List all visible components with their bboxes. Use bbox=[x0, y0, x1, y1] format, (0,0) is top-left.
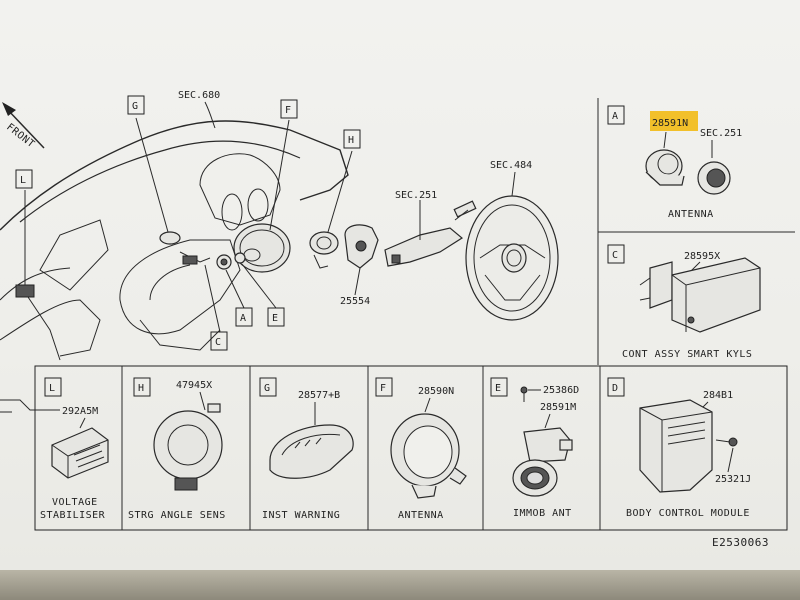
detail-f-caption: ANTENNA bbox=[398, 510, 444, 521]
detail-g-part: 28577+B bbox=[298, 390, 340, 401]
svg-text:A: A bbox=[612, 111, 619, 122]
marker-c: C bbox=[210, 331, 228, 351]
detail-a-part2: SEC.251 bbox=[700, 128, 742, 139]
marker-a: A bbox=[235, 307, 253, 327]
detail-l-caption-2: STABILISER bbox=[40, 510, 106, 521]
detail-a-caption: ANTENNA bbox=[668, 209, 714, 220]
detail-a-part1: 28591N bbox=[652, 118, 688, 129]
callout-sec484: SEC.484 bbox=[490, 160, 532, 171]
marker-e: E bbox=[267, 307, 285, 327]
detail-c-panel: C 28595X CONT ASSY SMART KYLS bbox=[607, 244, 761, 360]
detail-d-part2: 25321J bbox=[715, 474, 751, 485]
main-illustration: FRONT bbox=[0, 90, 559, 413]
svg-text:L: L bbox=[20, 175, 27, 186]
svg-text:D: D bbox=[612, 383, 619, 394]
callout-sec251: SEC.251 bbox=[395, 190, 437, 201]
marker-f: F bbox=[280, 99, 298, 119]
detail-l-part: 292A5M bbox=[62, 406, 98, 417]
svg-text:C: C bbox=[612, 250, 619, 261]
marker-g: G bbox=[127, 95, 145, 115]
svg-text:E: E bbox=[495, 383, 502, 394]
desk-surface bbox=[0, 570, 800, 600]
detail-h: H 47945X STRG ANGLE SENS bbox=[128, 377, 226, 521]
svg-text:C: C bbox=[215, 337, 222, 348]
detail-d-caption: BODY CONTROL MODULE bbox=[626, 508, 750, 519]
part-number-highlight bbox=[650, 111, 698, 131]
svg-text:G: G bbox=[132, 101, 139, 112]
svg-text:E: E bbox=[272, 313, 279, 324]
svg-text:H: H bbox=[138, 383, 145, 394]
marker-h: H bbox=[343, 129, 361, 149]
detail-e-part1: 25386D bbox=[543, 385, 579, 396]
callout-sec680: SEC.680 bbox=[178, 90, 220, 101]
detail-h-part: 47945X bbox=[176, 380, 212, 391]
svg-text:H: H bbox=[348, 135, 355, 146]
detail-e-part2: 28591M bbox=[540, 402, 576, 413]
detail-c-caption: CONT ASSY SMART KYLS bbox=[622, 349, 752, 360]
detail-l: L 292A5M VOLTAGE STABILISER bbox=[40, 377, 109, 521]
detail-h-caption: STRG ANGLE SENS bbox=[128, 510, 226, 521]
detail-row: L 292A5M VOLTAGE STABILISER H 47945X STR… bbox=[34, 365, 788, 531]
front-arrow: FRONT bbox=[2, 102, 45, 150]
detail-d: D 284B1 25321J BODY CONTROL MODULE bbox=[607, 377, 751, 519]
detail-d-part1: 284B1 bbox=[703, 390, 733, 401]
detail-a-panel: A 28591N SEC.251 ANTENNA bbox=[597, 98, 795, 365]
detail-c-part: 28595X bbox=[684, 251, 720, 262]
callout-25554: 25554 bbox=[340, 296, 370, 307]
svg-text:A: A bbox=[240, 313, 247, 324]
figure-code: E2530063 bbox=[712, 536, 769, 549]
detail-g-caption: INST WARNING bbox=[262, 510, 340, 521]
detail-l-caption-1: VOLTAGE bbox=[52, 497, 98, 508]
marker-l: L bbox=[15, 169, 33, 189]
detail-g: G 28577+B INST WARNING bbox=[259, 377, 354, 521]
svg-text:G: G bbox=[264, 383, 271, 394]
detail-e: E 25386D 28591M IMMOB ANT bbox=[490, 377, 579, 519]
detail-f-part: 28590N bbox=[418, 386, 454, 397]
svg-text:L: L bbox=[49, 383, 56, 394]
svg-text:F: F bbox=[380, 383, 387, 394]
svg-text:F: F bbox=[285, 105, 292, 116]
detail-f: F 28590N ANTENNA bbox=[375, 377, 467, 521]
parts-diagram: FRONT bbox=[0, 90, 795, 549]
detail-e-caption: IMMOB ANT bbox=[513, 508, 572, 519]
